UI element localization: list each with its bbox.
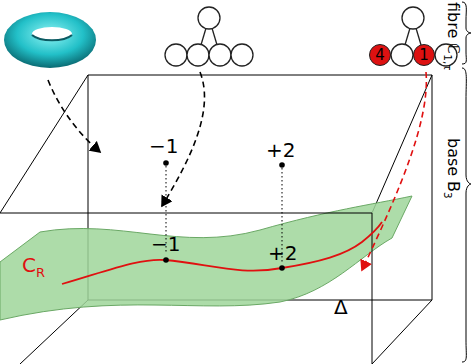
vertex-weight: 4: [375, 48, 385, 63]
base-box: [0, 75, 432, 364]
charge-label: −1: [151, 232, 180, 256]
marked-vertex: 1: [413, 44, 435, 66]
projection-lines: [163, 160, 285, 271]
curve: [62, 222, 382, 284]
base-box-front: [0, 213, 372, 364]
fibre-arrow: [362, 72, 426, 270]
base-label: base: [444, 138, 463, 176]
charge-label: +2: [266, 138, 295, 162]
charge-label: −1: [149, 134, 178, 158]
curve-name: CR: [22, 255, 45, 279]
base-caption: baseB3: [443, 138, 461, 199]
vertex-weight: 1: [419, 48, 429, 63]
charge: −1: [151, 234, 180, 254]
discriminant-label: Δ: [334, 295, 348, 319]
fibre-arrow: [48, 80, 100, 152]
fibre-caption: fibreℂ1,τ: [443, 2, 461, 70]
curve-label: C: [22, 253, 36, 277]
fibre-label: fibre: [444, 2, 463, 38]
fibre-subscript: 1,τ: [442, 54, 454, 70]
discriminant-surface: [0, 196, 412, 320]
charge: −1: [149, 136, 178, 156]
base-subscript: 3: [442, 192, 454, 199]
graph: [165, 7, 253, 66]
brace: [462, 2, 471, 64]
curve-subscript: R: [36, 265, 45, 280]
charge: +2: [268, 243, 297, 263]
discriminant: Δ: [334, 297, 348, 317]
charge: +2: [266, 140, 295, 160]
brace: [462, 68, 471, 362]
charge-label: +2: [268, 241, 297, 265]
torus: [4, 12, 96, 68]
fibre-symbol: ℂ: [444, 43, 463, 54]
base-symbol: B: [444, 181, 463, 192]
marked-vertex: 4: [369, 44, 391, 66]
